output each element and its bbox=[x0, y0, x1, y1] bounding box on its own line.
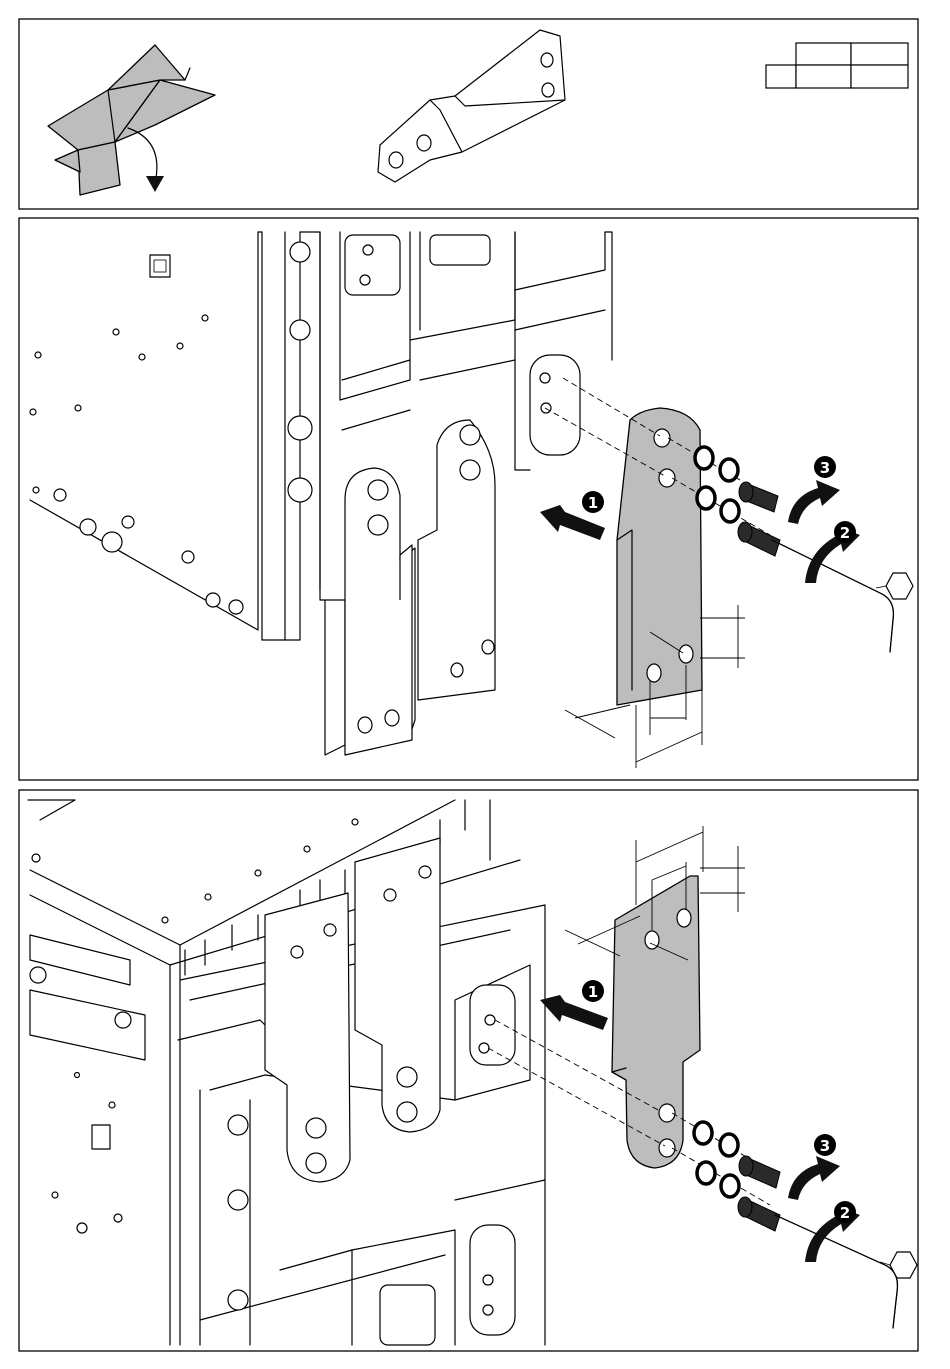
step-top-panel: 1 3 2 bbox=[19, 218, 918, 780]
table-cell bbox=[796, 43, 851, 65]
step-marker-final: 3 bbox=[814, 1134, 836, 1156]
step-marker-final: 3 bbox=[814, 456, 836, 478]
table-cell bbox=[851, 65, 908, 88]
step-marker-push-label: 1 bbox=[588, 494, 598, 512]
table-cell bbox=[796, 65, 851, 88]
step-marker-tighten: 2 bbox=[834, 521, 856, 543]
parts-panel bbox=[19, 19, 918, 209]
step-bottom-panel: 1 3 2 bbox=[19, 790, 918, 1351]
step-marker-tighten-label: 2 bbox=[840, 524, 850, 542]
step-marker-push-label: 1 bbox=[588, 983, 598, 1001]
table-cell bbox=[851, 43, 908, 65]
step-marker-final-label: 3 bbox=[820, 459, 830, 477]
extension-plate bbox=[617, 408, 702, 705]
table-cell bbox=[766, 65, 796, 88]
step-marker-tighten-label: 2 bbox=[840, 1204, 850, 1222]
step-marker-push: 1 bbox=[582, 491, 604, 513]
step-marker-final-label: 3 bbox=[820, 1137, 830, 1155]
step-marker-tighten: 2 bbox=[834, 1201, 856, 1223]
step-marker-push: 1 bbox=[582, 980, 604, 1002]
